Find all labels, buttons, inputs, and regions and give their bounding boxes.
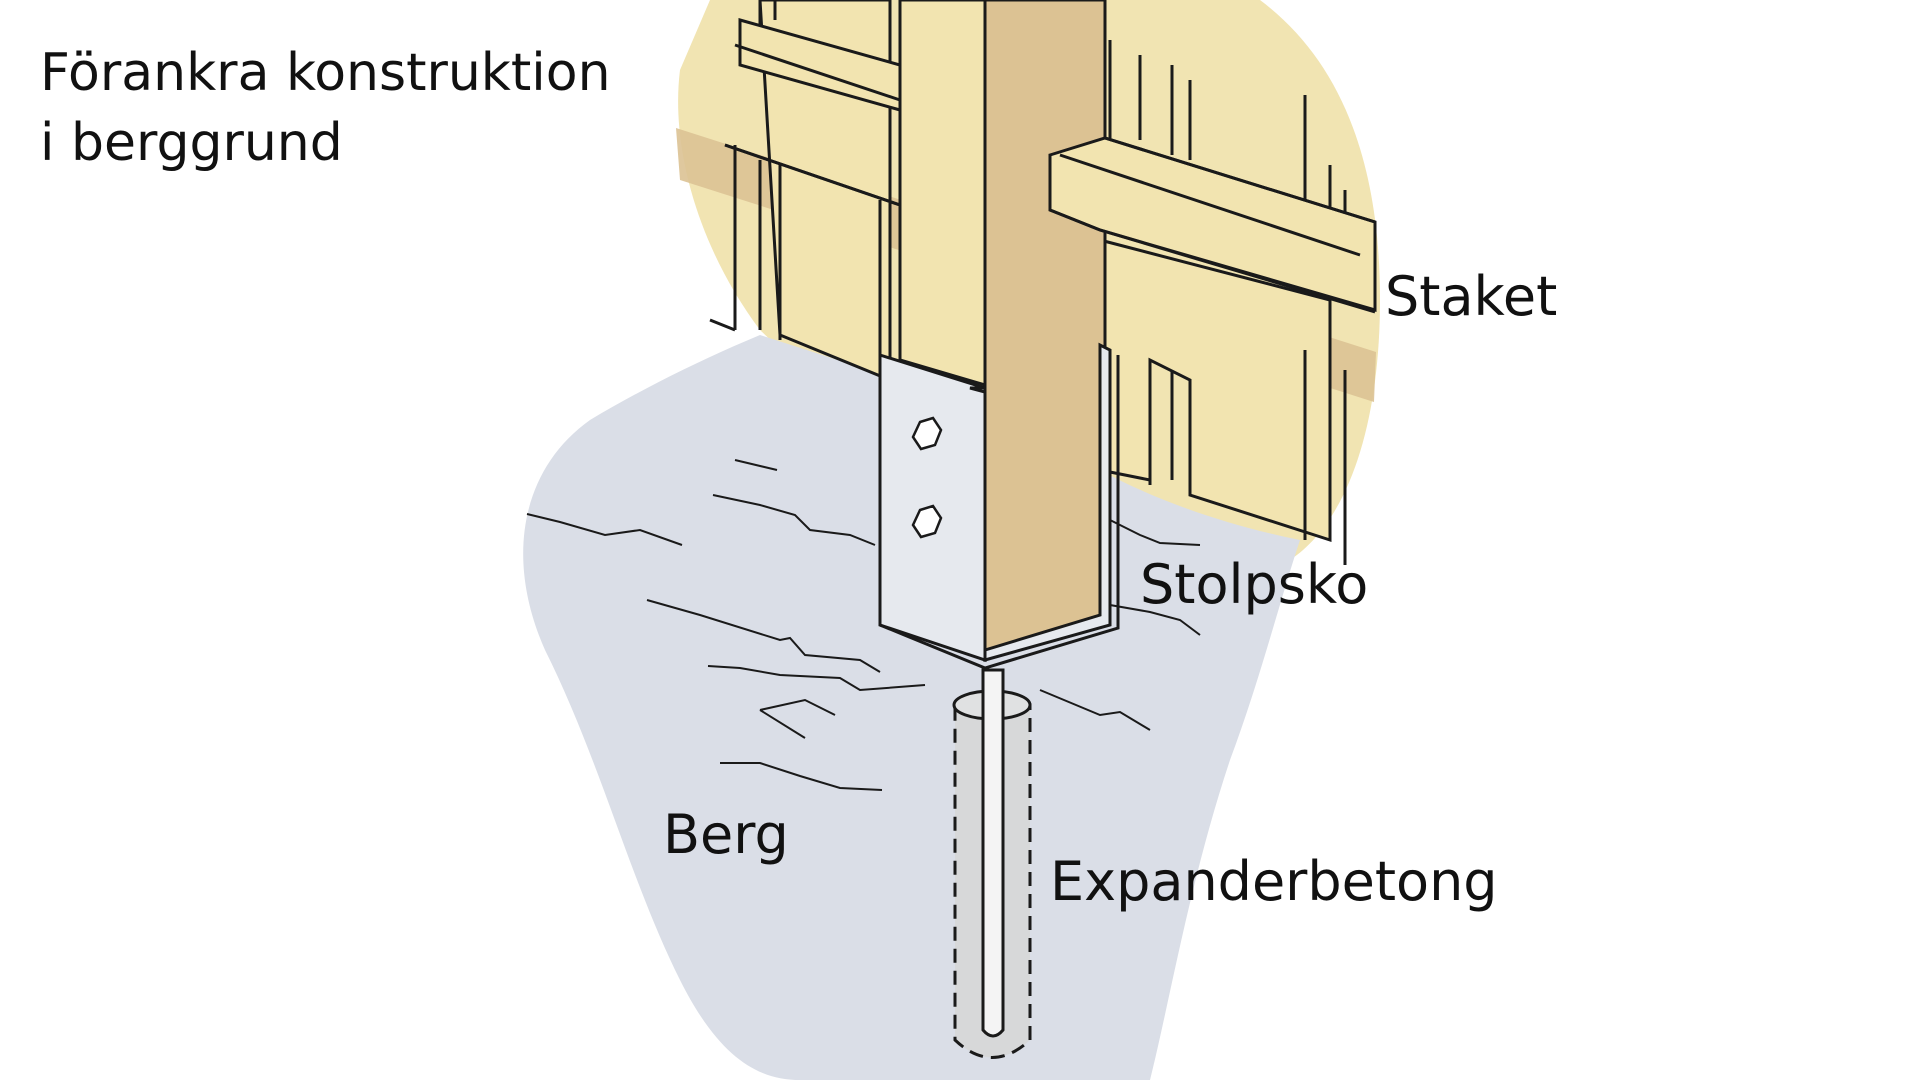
anchor-rod <box>952 668 1032 1059</box>
label-fence: Staket <box>1385 265 1557 328</box>
post-shoe <box>878 342 1120 670</box>
label-rock: Berg <box>663 803 789 866</box>
label-post-shoe: Stolpsko <box>1140 553 1368 616</box>
rock-cracks <box>526 459 1201 791</box>
page-title-line1: Förankra konstruktion <box>40 43 611 103</box>
page-title-line2: i berggrund <box>40 113 343 173</box>
fence-rail-right <box>1048 136 1377 314</box>
fence-boards-right <box>1098 40 1347 565</box>
bolt-icon <box>911 416 943 539</box>
label-expanding-concrete: Expanderbetong <box>1050 850 1498 913</box>
